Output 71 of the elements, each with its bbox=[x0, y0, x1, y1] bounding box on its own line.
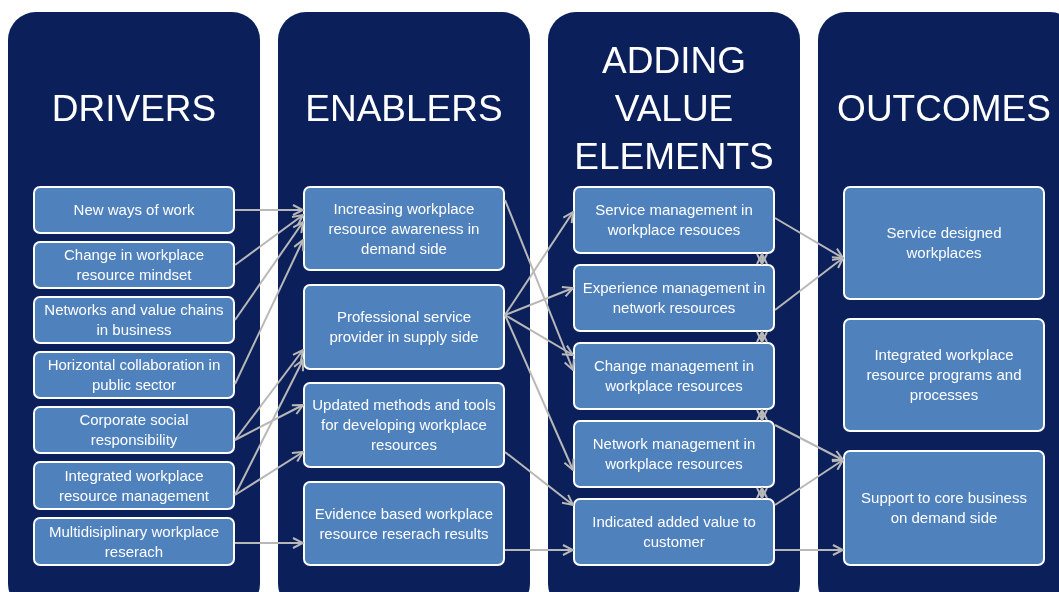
arrow bbox=[234, 537, 304, 549]
text-box bbox=[33, 517, 235, 566]
arrow bbox=[234, 239, 305, 385]
arrow bbox=[504, 211, 574, 316]
arrow bbox=[774, 217, 844, 259]
arrow bbox=[756, 487, 768, 499]
arrow bbox=[774, 424, 844, 461]
box-text: Integrated workplace resource management bbox=[57, 465, 211, 506]
column-heading: DRIVERS bbox=[50, 87, 218, 131]
text-box bbox=[573, 186, 775, 254]
box-text: Multidisiplinary workplace reserach bbox=[47, 521, 221, 562]
box-text: New ways of work bbox=[73, 200, 195, 220]
text-box bbox=[33, 186, 235, 234]
arrow bbox=[504, 314, 575, 471]
arrow bbox=[234, 204, 304, 216]
box-text: Experience management in network resources bbox=[581, 278, 767, 318]
text-box bbox=[33, 461, 235, 510]
box-text: Change management in workplace resources bbox=[592, 356, 756, 396]
arrow bbox=[234, 214, 304, 266]
box-text: Corporate social responsibility bbox=[78, 410, 190, 450]
arrow bbox=[774, 544, 844, 556]
box-text: Indicated added value to customer bbox=[591, 512, 757, 552]
box-text: Change in workplace resource mindset bbox=[62, 245, 206, 285]
text-box bbox=[573, 342, 775, 410]
arrow bbox=[774, 257, 844, 311]
text-box bbox=[843, 186, 1045, 300]
text-box bbox=[573, 498, 775, 566]
arrow bbox=[756, 409, 768, 421]
arrow bbox=[774, 459, 844, 506]
arrow bbox=[234, 404, 304, 441]
arrow bbox=[756, 253, 768, 265]
column-heading: ENABLERS bbox=[304, 87, 504, 131]
text-box bbox=[303, 382, 505, 468]
arrow bbox=[504, 451, 574, 506]
text-box bbox=[573, 264, 775, 332]
arrow bbox=[504, 286, 574, 316]
box-text: Updated methods and tools for developing workplace resources bbox=[311, 395, 497, 455]
box-text: Network management in workplace resources bbox=[591, 434, 757, 474]
arrow bbox=[504, 199, 575, 371]
text-box bbox=[33, 406, 235, 454]
text-box bbox=[33, 351, 235, 399]
box-text: Networks and value chains in business bbox=[43, 300, 225, 340]
column-panel bbox=[8, 12, 260, 592]
column-heading: OUTCOMES bbox=[836, 87, 1052, 131]
column-panel bbox=[548, 12, 800, 592]
arrow bbox=[504, 314, 574, 356]
column-panel bbox=[818, 12, 1059, 592]
column-heading: ADDING VALUE ELEMENTS bbox=[573, 39, 775, 179]
text-box bbox=[843, 450, 1045, 566]
arrow bbox=[234, 221, 304, 321]
arrow bbox=[234, 349, 304, 441]
arrow bbox=[234, 451, 304, 496]
arrow bbox=[504, 544, 574, 556]
arrow bbox=[234, 359, 304, 496]
box-text: Evidence based workplace resource reserach results bbox=[313, 503, 495, 544]
text-box bbox=[303, 481, 505, 566]
box-text: Horizontal collaboration in public sector bbox=[46, 355, 222, 395]
text-box bbox=[843, 318, 1045, 432]
text-box bbox=[303, 284, 505, 370]
text-box bbox=[303, 186, 505, 271]
box-text: Service designed workplaces bbox=[885, 223, 1003, 263]
box-text: Integrated workplace resource programs and processes bbox=[865, 345, 1023, 405]
box-text: Increasing workplace resource awareness in demand side bbox=[327, 198, 481, 259]
arrow bbox=[756, 331, 768, 343]
text-box bbox=[33, 296, 235, 344]
box-text: Support to core business on demand side bbox=[860, 488, 1028, 528]
text-box bbox=[33, 241, 235, 289]
text-box bbox=[573, 420, 775, 488]
box-text: Professional service provider in supply side bbox=[328, 307, 480, 347]
box-text: Service management in workplace resouces bbox=[594, 200, 754, 240]
column-panel bbox=[278, 12, 530, 592]
